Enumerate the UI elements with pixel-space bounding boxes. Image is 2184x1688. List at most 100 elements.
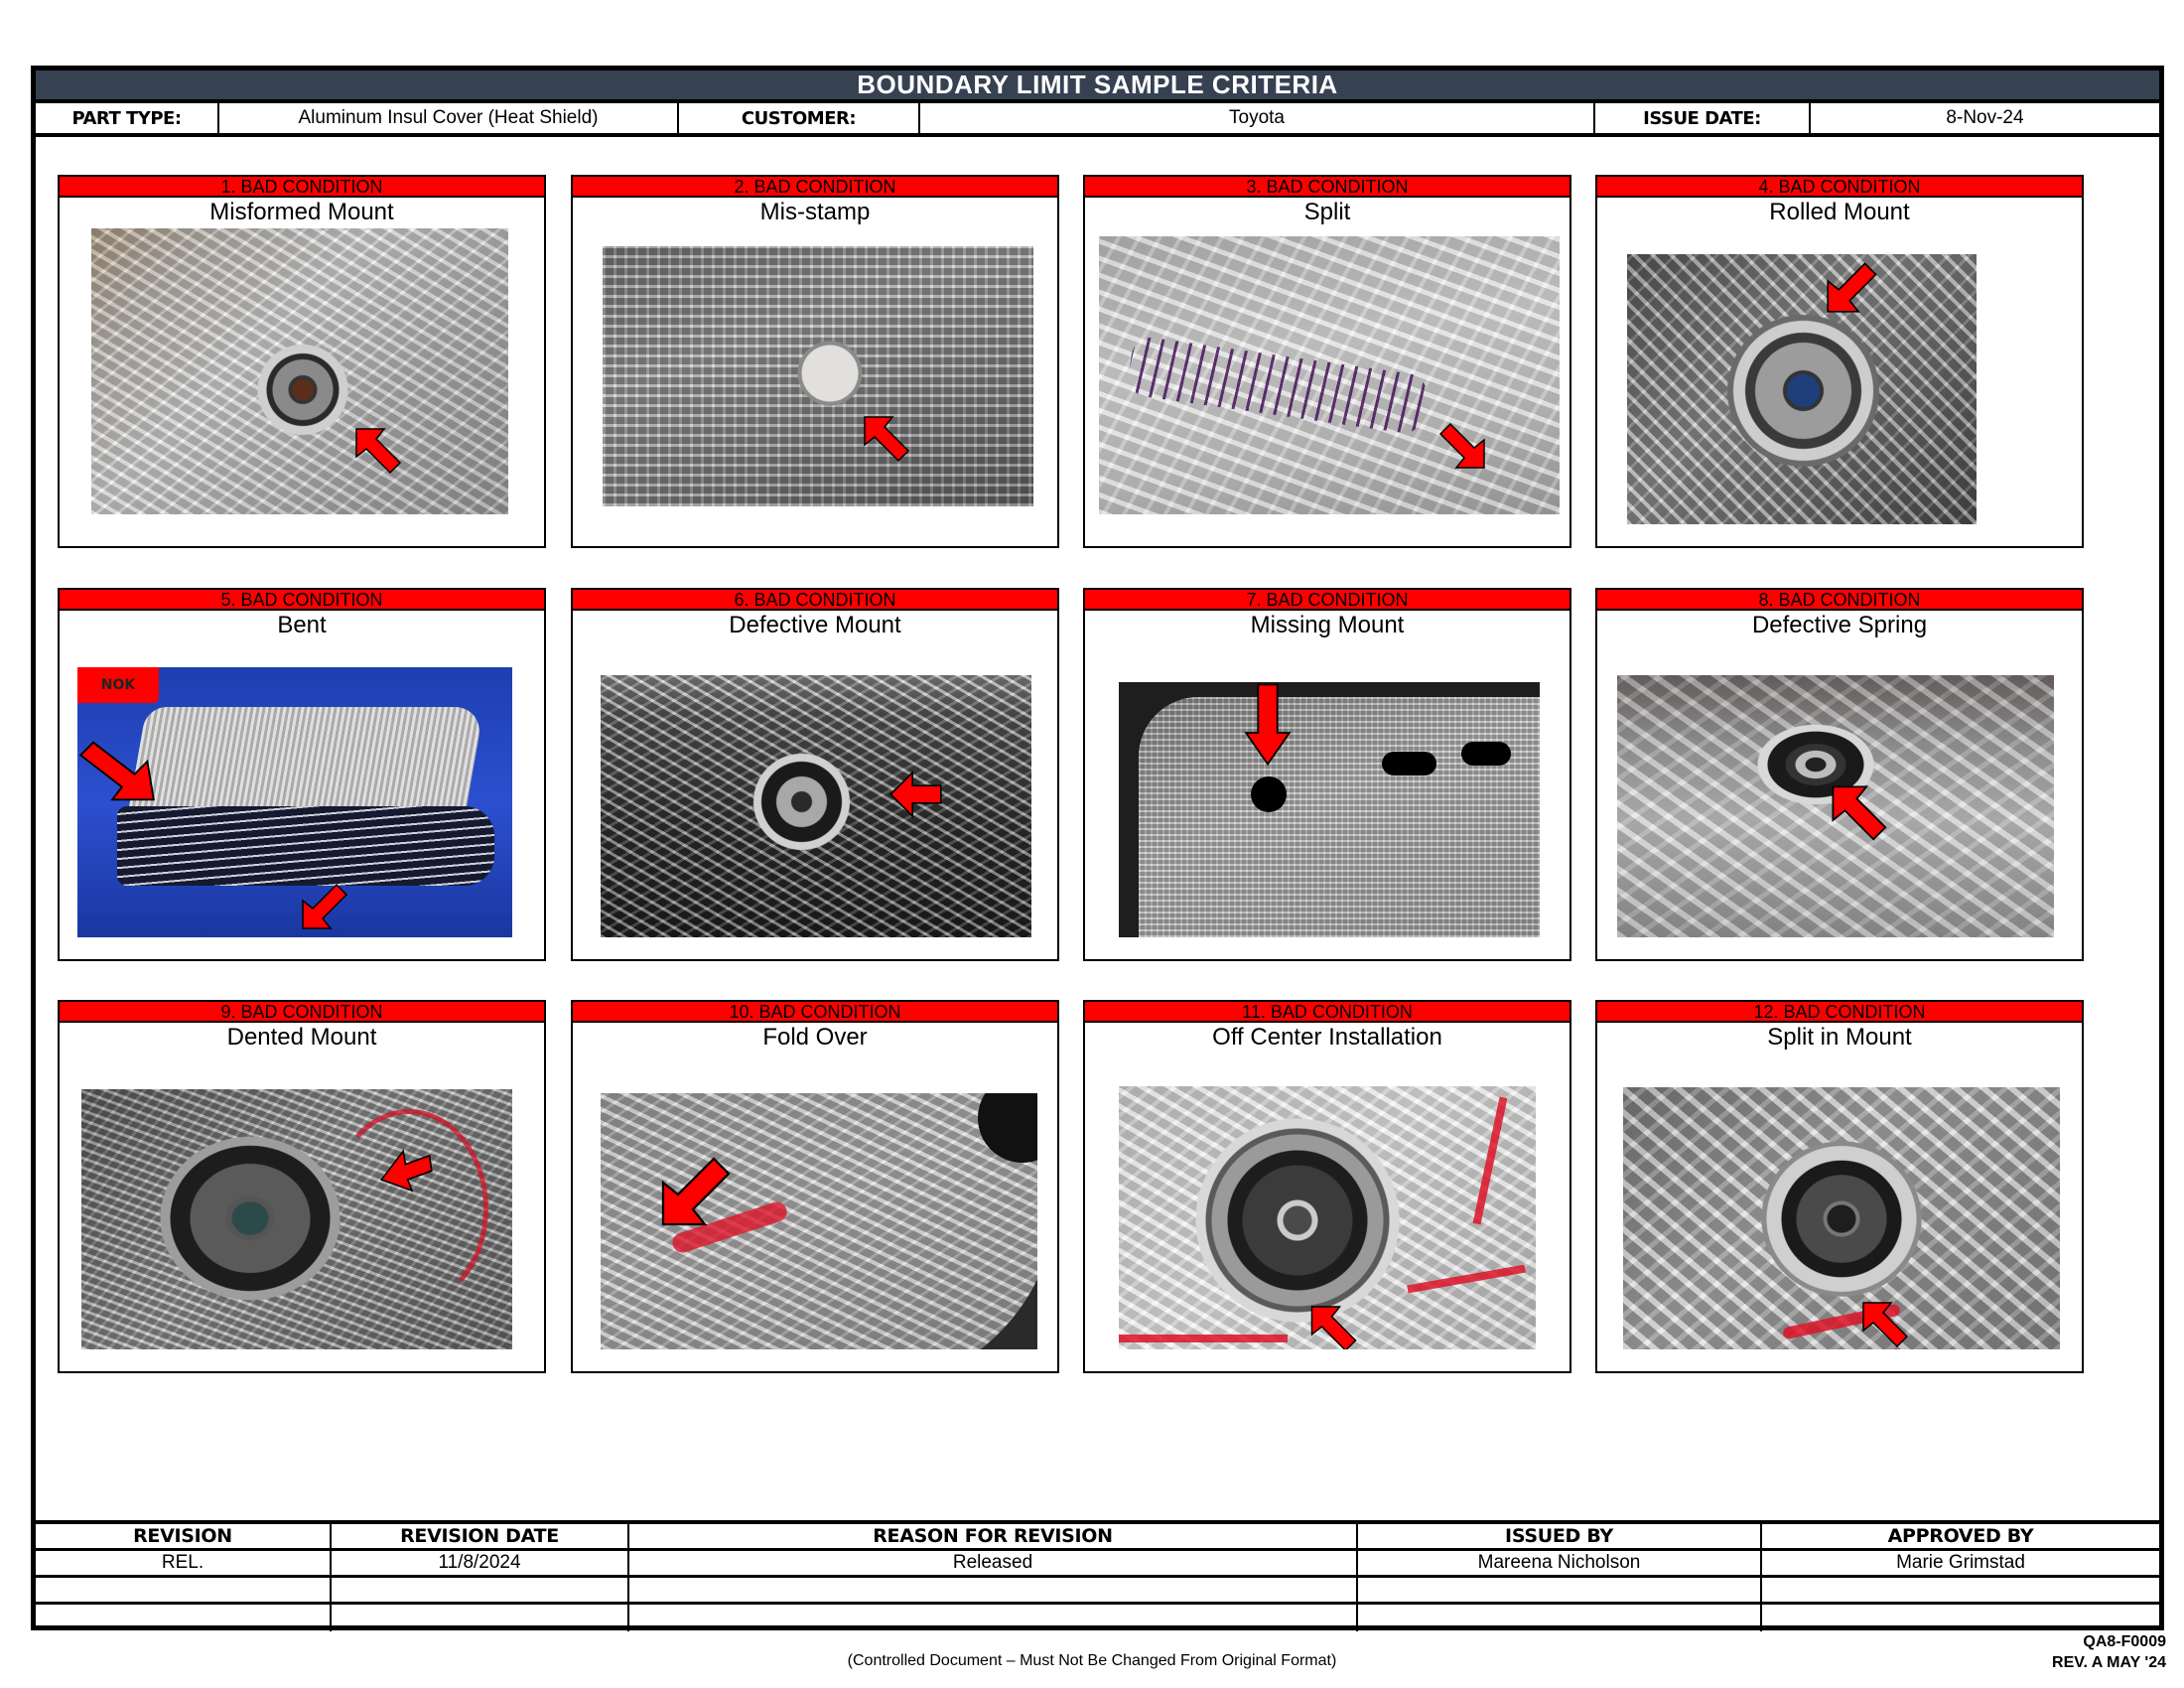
mount-grommet bbox=[750, 750, 854, 854]
condition-card-5: 5. BAD CONDITION Bent NOK bbox=[58, 588, 546, 961]
defect-photo bbox=[1099, 236, 1560, 514]
condition-title: Off Center Installation bbox=[1212, 1024, 1442, 1051]
defect-photo bbox=[1627, 254, 1977, 524]
condition-card-10: 10. BAD CONDITION Fold Over bbox=[571, 1000, 1059, 1373]
customer-value: Toyota bbox=[920, 103, 1595, 133]
mount-grommet bbox=[1726, 314, 1880, 468]
condition-header: 8. BAD CONDITION bbox=[1597, 590, 2082, 611]
table-row bbox=[36, 1605, 2159, 1631]
approved-by-cell bbox=[1762, 1605, 2159, 1631]
condition-header: 5. BAD CONDITION bbox=[60, 590, 544, 611]
condition-title: Mis-stamp bbox=[759, 199, 871, 225]
condition-header: 12. BAD CONDITION bbox=[1597, 1002, 2082, 1023]
part-type-value: Aluminum Insul Cover (Heat Shield) bbox=[219, 103, 679, 133]
condition-card-12: 12. BAD CONDITION Split in Mount bbox=[1595, 1000, 2084, 1373]
table-row: REL. 11/8/2024 Released Mareena Nicholso… bbox=[36, 1551, 2159, 1578]
condition-card-9: 9. BAD CONDITION Dented Mount bbox=[58, 1000, 546, 1373]
mount-grommet bbox=[253, 343, 352, 437]
mount-grommet bbox=[1752, 1132, 1931, 1306]
issue-date-label: ISSUE DATE: bbox=[1595, 103, 1811, 133]
condition-title: Bent bbox=[277, 612, 327, 638]
defect-photo bbox=[81, 1089, 512, 1349]
reason-cell: Released bbox=[629, 1551, 1358, 1575]
condition-title: Defective Mount bbox=[729, 612, 901, 638]
form-revision: REV. A MAY '24 bbox=[2052, 1654, 2166, 1671]
defect-photo bbox=[1617, 675, 2054, 937]
condition-header: 11. BAD CONDITION bbox=[1085, 1002, 1570, 1023]
col-revision: REVISION bbox=[36, 1524, 332, 1548]
condition-card-2: 2. BAD CONDITION Mis-stamp bbox=[571, 175, 1059, 548]
defect-photo bbox=[1623, 1087, 2060, 1349]
heat-shield-surface bbox=[1139, 697, 1540, 937]
header-info-row: PART TYPE: Aluminum Insul Cover (Heat Sh… bbox=[36, 103, 2159, 137]
reason-cell bbox=[629, 1605, 1358, 1631]
mount-grommet bbox=[1736, 710, 1895, 819]
form-number: QA8-F0009 bbox=[2083, 1633, 2166, 1650]
revision-table-header: REVISION REVISION DATE REASON FOR REVISI… bbox=[36, 1524, 2159, 1551]
issued-by-cell bbox=[1358, 1605, 1762, 1631]
revision-cell: REL. bbox=[36, 1551, 332, 1575]
document-title: BOUNDARY LIMIT SAMPLE CRITERIA bbox=[36, 70, 2159, 103]
part-type-label: PART TYPE: bbox=[36, 103, 219, 133]
heat-shield-top bbox=[127, 707, 484, 816]
condition-header: 4. BAD CONDITION bbox=[1597, 177, 2082, 198]
document-frame: BOUNDARY LIMIT SAMPLE CRITERIA PART TYPE… bbox=[31, 66, 2164, 1631]
heat-shield-stack bbox=[117, 806, 494, 886]
condition-title: Fold Over bbox=[762, 1024, 868, 1051]
defect-photo: NOK bbox=[77, 667, 512, 937]
defect-photo bbox=[601, 1093, 1037, 1349]
condition-card-6: 6. BAD CONDITION Defective Mount bbox=[571, 588, 1059, 961]
condition-card-1: 1. BAD CONDITION Misformed Mount bbox=[58, 175, 546, 548]
nok-badge: NOK bbox=[77, 667, 159, 703]
revision-cell bbox=[36, 1605, 332, 1631]
condition-title: Rolled Mount bbox=[1769, 199, 1910, 225]
approved-by-cell: Marie Grimstad bbox=[1896, 1552, 2025, 1573]
condition-title: Dented Mount bbox=[226, 1024, 377, 1051]
defect-photo bbox=[1119, 682, 1540, 937]
condition-title: Defective Spring bbox=[1751, 612, 1928, 638]
condition-card-7: 7. BAD CONDITION Missing Mount bbox=[1083, 588, 1571, 961]
defect-photo bbox=[1119, 1086, 1536, 1349]
table-row bbox=[36, 1578, 2159, 1605]
condition-header: 7. BAD CONDITION bbox=[1085, 590, 1570, 611]
defect-photo bbox=[603, 246, 1033, 506]
condition-header: 10. BAD CONDITION bbox=[573, 1002, 1057, 1023]
condition-title: Split in Mount bbox=[1767, 1024, 1912, 1051]
condition-header: 1. BAD CONDITION bbox=[60, 177, 544, 198]
revision-date-cell bbox=[332, 1578, 629, 1602]
condition-header: 9. BAD CONDITION bbox=[60, 1002, 544, 1023]
condition-header: 6. BAD CONDITION bbox=[573, 590, 1057, 611]
condition-card-8: 8. BAD CONDITION Defective Spring bbox=[1595, 588, 2084, 961]
condition-card-11: 11. BAD CONDITION Off Center Installatio… bbox=[1083, 1000, 1571, 1373]
red-marker bbox=[330, 1109, 488, 1308]
condition-title: Misformed Mount bbox=[209, 199, 394, 225]
col-revision-date: REVISION DATE bbox=[332, 1524, 629, 1548]
condition-card-4: 4. BAD CONDITION Rolled Mount bbox=[1595, 175, 2084, 548]
form-code: QA8-F0009 REV. A MAY '24 bbox=[2052, 1631, 2166, 1673]
mount-hole bbox=[797, 341, 863, 406]
approved-by-cell bbox=[1762, 1578, 2159, 1602]
issued-by-cell bbox=[1358, 1578, 1762, 1602]
col-approved-by: APPROVED BY bbox=[1887, 1525, 2034, 1547]
defect-photo bbox=[601, 675, 1031, 937]
condition-header: 2. BAD CONDITION bbox=[573, 177, 1057, 198]
issued-by-cell: Mareena Nicholson bbox=[1358, 1551, 1762, 1575]
revision-cell bbox=[36, 1578, 332, 1602]
mount-grommet bbox=[1193, 1116, 1402, 1325]
revision-table: REVISION REVISION DATE REASON FOR REVISI… bbox=[36, 1520, 2159, 1631]
col-reason: REASON FOR REVISION bbox=[629, 1524, 1358, 1548]
customer-label: CUSTOMER: bbox=[679, 103, 920, 133]
condition-header: 3. BAD CONDITION bbox=[1085, 177, 1570, 198]
col-issued-by: ISSUED BY bbox=[1358, 1524, 1762, 1548]
mount-grommet bbox=[141, 1119, 359, 1318]
red-marker bbox=[1119, 1335, 1288, 1342]
defect-photo bbox=[91, 228, 508, 514]
condition-title: Missing Mount bbox=[1250, 612, 1405, 638]
controlled-document-note: (Controlled Document – Must Not Be Chang… bbox=[847, 1652, 1337, 1669]
revision-date-cell bbox=[332, 1605, 629, 1631]
condition-title: Split bbox=[1303, 199, 1351, 225]
revision-date-cell: 11/8/2024 bbox=[332, 1551, 629, 1575]
missing-mount-hole bbox=[1251, 776, 1287, 812]
condition-card-3: 3. BAD CONDITION Split bbox=[1083, 175, 1571, 548]
issue-date-value: 8-Nov-24 bbox=[1946, 107, 2024, 128]
